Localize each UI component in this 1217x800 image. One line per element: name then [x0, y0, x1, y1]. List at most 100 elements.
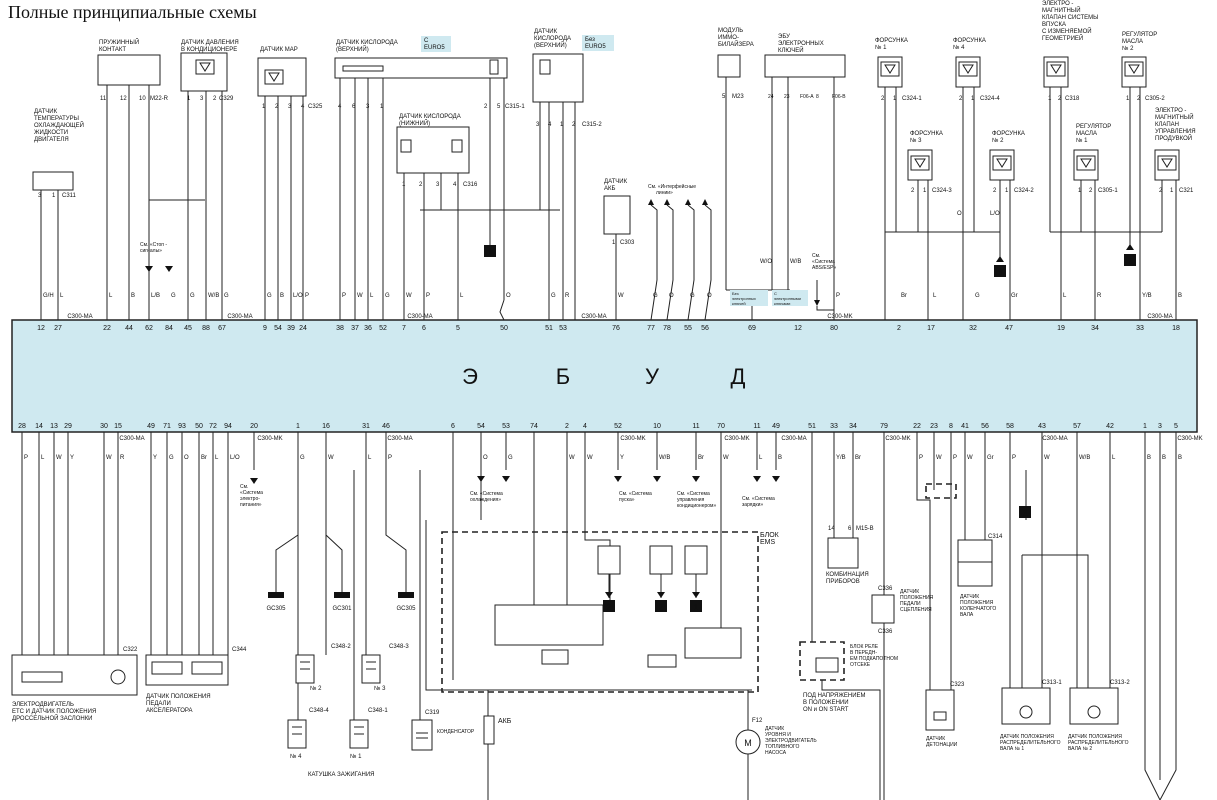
wire-color: L/O — [990, 211, 1000, 217]
bottom-pin-number: 29 — [64, 423, 72, 430]
note-with-keys: электронными — [774, 296, 801, 301]
bottom-pin-color: O — [483, 455, 488, 461]
pin-number: 1 — [187, 96, 191, 102]
note-without-keys: Без — [732, 291, 739, 296]
key-ecu-label: КЛЮЧЕЙ — [778, 46, 804, 54]
top-connector-label: C300-MA — [1147, 314, 1172, 320]
pin-number: 5 — [497, 104, 501, 110]
bottom-pin-color: P — [24, 455, 28, 461]
connector-label: C344 — [232, 647, 247, 653]
top-pin-color: G — [653, 293, 658, 299]
coolant-sensor-label: ТЕМПЕРАТУРЫ — [34, 116, 79, 122]
bottom-pin-color: P — [388, 455, 392, 461]
throttle-label: ДРОССЕЛЬНОЙ ЗАСЛОНКИ — [12, 714, 93, 722]
intake-valve-glyph — [1046, 61, 1066, 77]
injector-3-label: ФОРСУНКА — [910, 131, 943, 137]
pin-number: 3 — [366, 104, 370, 110]
connector-label: C319 — [425, 710, 440, 716]
note-with-keys: С — [774, 291, 777, 296]
power-note-label: ПОД НАПРЯЖЕНИЕМ — [803, 693, 866, 699]
ground-label: GC301 — [332, 606, 352, 612]
battery-sensor — [603, 195, 631, 235]
coolant-sensor-label: ЖИДКОСТИ — [34, 130, 68, 136]
bottom-pin-number: 94 — [224, 423, 232, 430]
bottom-pin-number: 8 — [949, 423, 953, 430]
pin-number: 10 — [139, 96, 146, 102]
top-pin-color: R — [1097, 293, 1102, 299]
top-pin-color: P — [305, 293, 309, 299]
bottom-pin-color: L — [41, 455, 45, 461]
oil-reg2-label: № 2 — [1122, 45, 1134, 52]
top-pin-color: Br — [901, 293, 907, 299]
ref-power-supply: «Система — [240, 490, 263, 496]
coolant-sensor-label: ДАТЧИК — [34, 109, 58, 115]
marker-3-bottom — [603, 600, 615, 612]
top-pin-color: Y/B — [1142, 293, 1152, 299]
wire — [499, 299, 505, 321]
blow-valve-label: ПРОДУВКОЙ — [1155, 134, 1192, 142]
pin-number: 8 — [816, 94, 819, 100]
bottom-pin-number: 49 — [772, 423, 780, 430]
wire-color: W/O — [760, 259, 772, 265]
connector-label: M23 — [732, 94, 744, 100]
wire — [275, 470, 299, 592]
oil-reg2-label: РЕГУЛЯТОР — [1122, 32, 1157, 38]
bottom-pin-color: L — [215, 455, 219, 461]
top-pin-number: 44 — [125, 325, 133, 332]
bottom-pin-number: 71 — [163, 423, 171, 430]
o2-upper2-label: ДАТЧИК — [534, 29, 558, 35]
top-pin-color: O — [669, 293, 674, 299]
top-connector-label: C300-MK — [827, 314, 852, 320]
intake-valve-label: МАГНИТНЫЙ — [1042, 6, 1081, 14]
coolant-temp-sensor — [32, 171, 74, 191]
injector-4-glyph — [958, 61, 978, 77]
pin-number: 2 — [1137, 96, 1141, 102]
top-pin-number: 80 — [830, 325, 838, 332]
bottom-pin-color: Y/B — [836, 455, 846, 461]
bottom-pin-color: Gr — [987, 455, 994, 461]
pin-number: 2 — [275, 104, 279, 110]
front-relay-block — [799, 641, 845, 681]
bottom-pin-color: B — [1147, 455, 1151, 461]
battery-sensor-label: АКБ — [604, 186, 615, 192]
camshaft-sensor-2-label: ВАЛА № 2 — [1068, 746, 1092, 752]
bottom-pin-number: 3 — [1158, 423, 1162, 430]
ground-label: GC305 — [266, 606, 286, 612]
pin-number: 1 — [893, 96, 897, 102]
top-pin-color: G — [385, 293, 390, 299]
injector-3-label: № 3 — [910, 137, 922, 144]
bottom-pin-number: 57 — [1073, 423, 1081, 430]
bottom-pin-number: 31 — [362, 423, 370, 430]
knock-sensor — [925, 689, 955, 731]
note-without-keys: ключей — [732, 301, 746, 306]
pin-number: 1 — [1126, 96, 1130, 102]
top-pin-number: 6 — [422, 325, 426, 332]
top-pin-number: 38 — [336, 325, 344, 332]
top-pin-color: L — [60, 293, 64, 299]
wire-color: O — [957, 211, 962, 217]
crankshaft-sensor-label: ПОЛОЖЕНИЯ — [960, 600, 994, 606]
coil-number: № 4 — [290, 753, 302, 760]
o2-upper-label: (ВЕРХНИЙ) — [336, 45, 369, 53]
fuel-pump-label: НАСОСА — [765, 750, 787, 756]
bottom-pin-color: P — [919, 455, 923, 461]
o2-upper2-label: КИСЛОРОДА — [534, 36, 571, 42]
pin-number: F06-B — [832, 94, 846, 100]
bottom-pin-number: 33 — [830, 423, 838, 430]
top-connector-label: C300-MA — [67, 314, 92, 320]
bottom-pin-number: 23 — [930, 423, 938, 430]
ems-fuel-relay — [684, 627, 742, 659]
bottom-pin-number: 43 — [1038, 423, 1046, 430]
bottom-connector-label: C300-MA — [387, 436, 412, 442]
bottom-pin-color: O — [184, 455, 189, 461]
ecu-letter: Д — [731, 364, 746, 389]
battery-label: АКБ — [498, 718, 512, 725]
bottom-pin-color: W/B — [1079, 455, 1090, 461]
wire — [584, 470, 611, 605]
wire — [666, 204, 674, 321]
pin-number: 5 — [722, 94, 726, 100]
spring-contact — [97, 54, 161, 86]
power-note-label: ON и ON START — [803, 707, 849, 713]
connector-label: C348-3 — [389, 644, 409, 650]
ref-stop-signals: сигналы» — [140, 248, 162, 254]
